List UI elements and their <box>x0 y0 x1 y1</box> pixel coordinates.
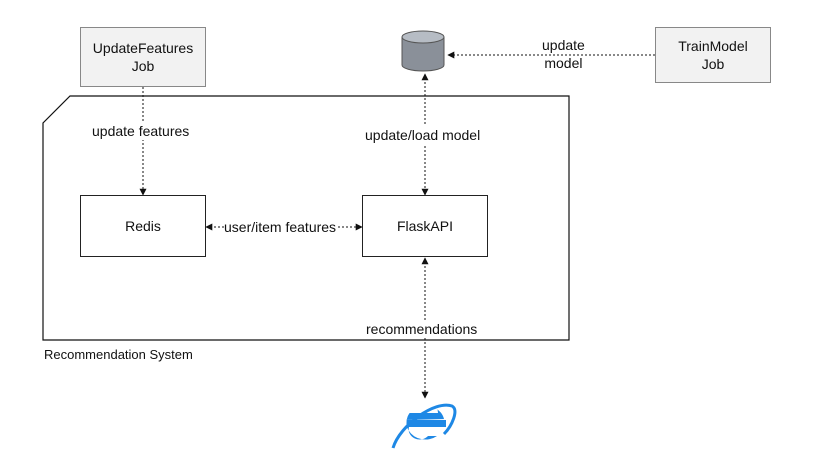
container-label: Recommendation System <box>44 347 193 362</box>
label-user-item-features: user/item features <box>224 218 337 236</box>
update-features-job: UpdateFeatures Job <box>80 27 206 87</box>
label-update-load-model: update/load model <box>365 126 481 144</box>
train-model-job: TrainModel Job <box>655 27 771 83</box>
redis-node: Redis <box>80 195 206 257</box>
label-update-features: update features <box>92 122 190 140</box>
database-icon <box>401 30 445 72</box>
label-update-model: update model <box>542 37 585 71</box>
label-recommendations: recommendations <box>366 320 478 338</box>
recommendation-system-container <box>42 95 570 341</box>
internet-explorer-icon <box>391 398 457 449</box>
flask-api-node: FlaskAPI <box>362 195 488 257</box>
